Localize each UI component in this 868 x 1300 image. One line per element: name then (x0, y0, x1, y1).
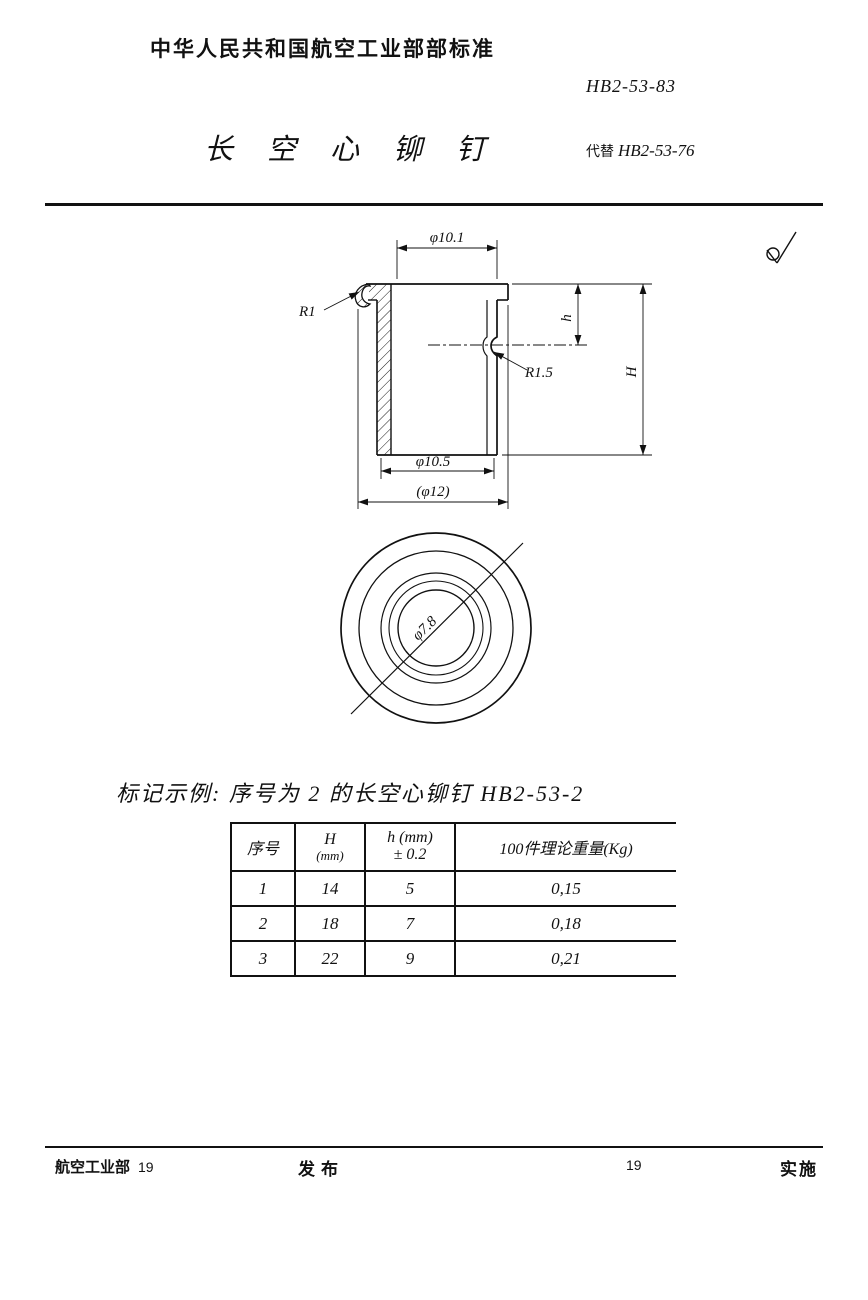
technical-drawing: φ10.1 R1 h H R1.5 (298, 230, 797, 724)
flange-section (368, 284, 391, 300)
issuer-name: 航空工业部 (55, 1159, 131, 1176)
cell-h: 5 (364, 870, 456, 907)
dim-flange-radius: R1 (298, 291, 360, 320)
wall-section (377, 300, 391, 455)
dim-hole-diameter-label: φ7.8 (410, 613, 441, 644)
footer-publish-label: 发布 (298, 1160, 344, 1179)
cell-weight: 0,18 (454, 905, 676, 942)
footer-page-number: 19 (626, 1157, 642, 1173)
col-h-symbol: h (mm) (387, 829, 433, 847)
col-h-header: h (mm) ± 0.2 (366, 829, 454, 864)
table-row: 3 22 9 0,21 (230, 940, 676, 977)
dim-top-diameter: φ10.1 (396, 230, 498, 279)
dim-body-diameter-label: φ10.5 (416, 454, 451, 470)
col-H-symbol: H (324, 830, 336, 848)
table-row: 2 18 7 0,18 (230, 905, 676, 942)
cell-h: 9 (364, 940, 456, 977)
replaced-standard-number: HB2-53-76 (618, 141, 695, 160)
marking-example: 标记示例: 序号为 2 的长空心铆钉 HB2-53-2 (116, 781, 585, 806)
col-H-header: H (mm) (296, 830, 364, 863)
cell-h: 7 (364, 905, 456, 942)
col-H-unit: (mm) (316, 847, 344, 863)
spec-table-header-row: 序号 H (mm) h (mm) ± 0.2 100件理论重量(Kg) (230, 822, 676, 872)
document-title: 长空心铆钉 (204, 134, 520, 166)
footer-implement-label: 实施 (780, 1160, 818, 1179)
section-diagonal-line (350, 542, 524, 715)
dim-top-diameter-label: φ10.1 (430, 230, 465, 246)
dim-total-height: H (502, 284, 652, 456)
footer-divider (45, 1146, 823, 1148)
spec-table: 序号 H (mm) h (mm) ± 0.2 100件理论重量(Kg) (230, 822, 676, 977)
cell-H: 14 (294, 870, 366, 907)
rivet-side-view (354, 283, 588, 456)
dim-body-diameter: φ10.5 (380, 454, 495, 479)
dim-groove-radius-label: R1.5 (524, 365, 553, 381)
flange-lip-section (354, 283, 372, 308)
issue-year: 19 (138, 1159, 154, 1175)
cell-H: 22 (294, 940, 366, 977)
cell-weight: 0,21 (454, 940, 676, 977)
col-h-tolerance: ± 0.2 (393, 846, 427, 863)
replaces-label: 代替 (586, 143, 614, 159)
cell-serial: 3 (230, 940, 296, 977)
cell-serial: 2 (230, 905, 296, 942)
header-divider (45, 203, 823, 206)
dim-flange-diameter-label: (φ12) (416, 484, 449, 500)
dim-flange-diameter: (φ12) (357, 305, 509, 509)
dim-flange-radius-label: R1 (298, 304, 316, 320)
col-weight-header: 100件理论重量(Kg) (499, 841, 633, 858)
table-row: 1 14 5 0,15 (230, 870, 676, 907)
surface-finish-icon (766, 231, 797, 264)
cell-serial: 1 (230, 870, 296, 907)
cell-weight: 0,15 (454, 870, 676, 907)
rivet-front-view: φ7.8 (340, 532, 532, 724)
dim-head-height-label: h (559, 314, 575, 322)
footer-issuer: 航空工业部 19 (55, 1156, 154, 1177)
dim-head-height: h (512, 283, 652, 345)
dim-total-height-label: H (624, 365, 640, 378)
standard-body-title: 中华人民共和国航空工业部部标准 (150, 38, 495, 61)
col-serial-header: 序号 (246, 841, 279, 858)
cell-H: 18 (294, 905, 366, 942)
dim-groove-radius: R1.5 (493, 351, 553, 381)
standard-number: HB2-53-83 (586, 76, 676, 96)
